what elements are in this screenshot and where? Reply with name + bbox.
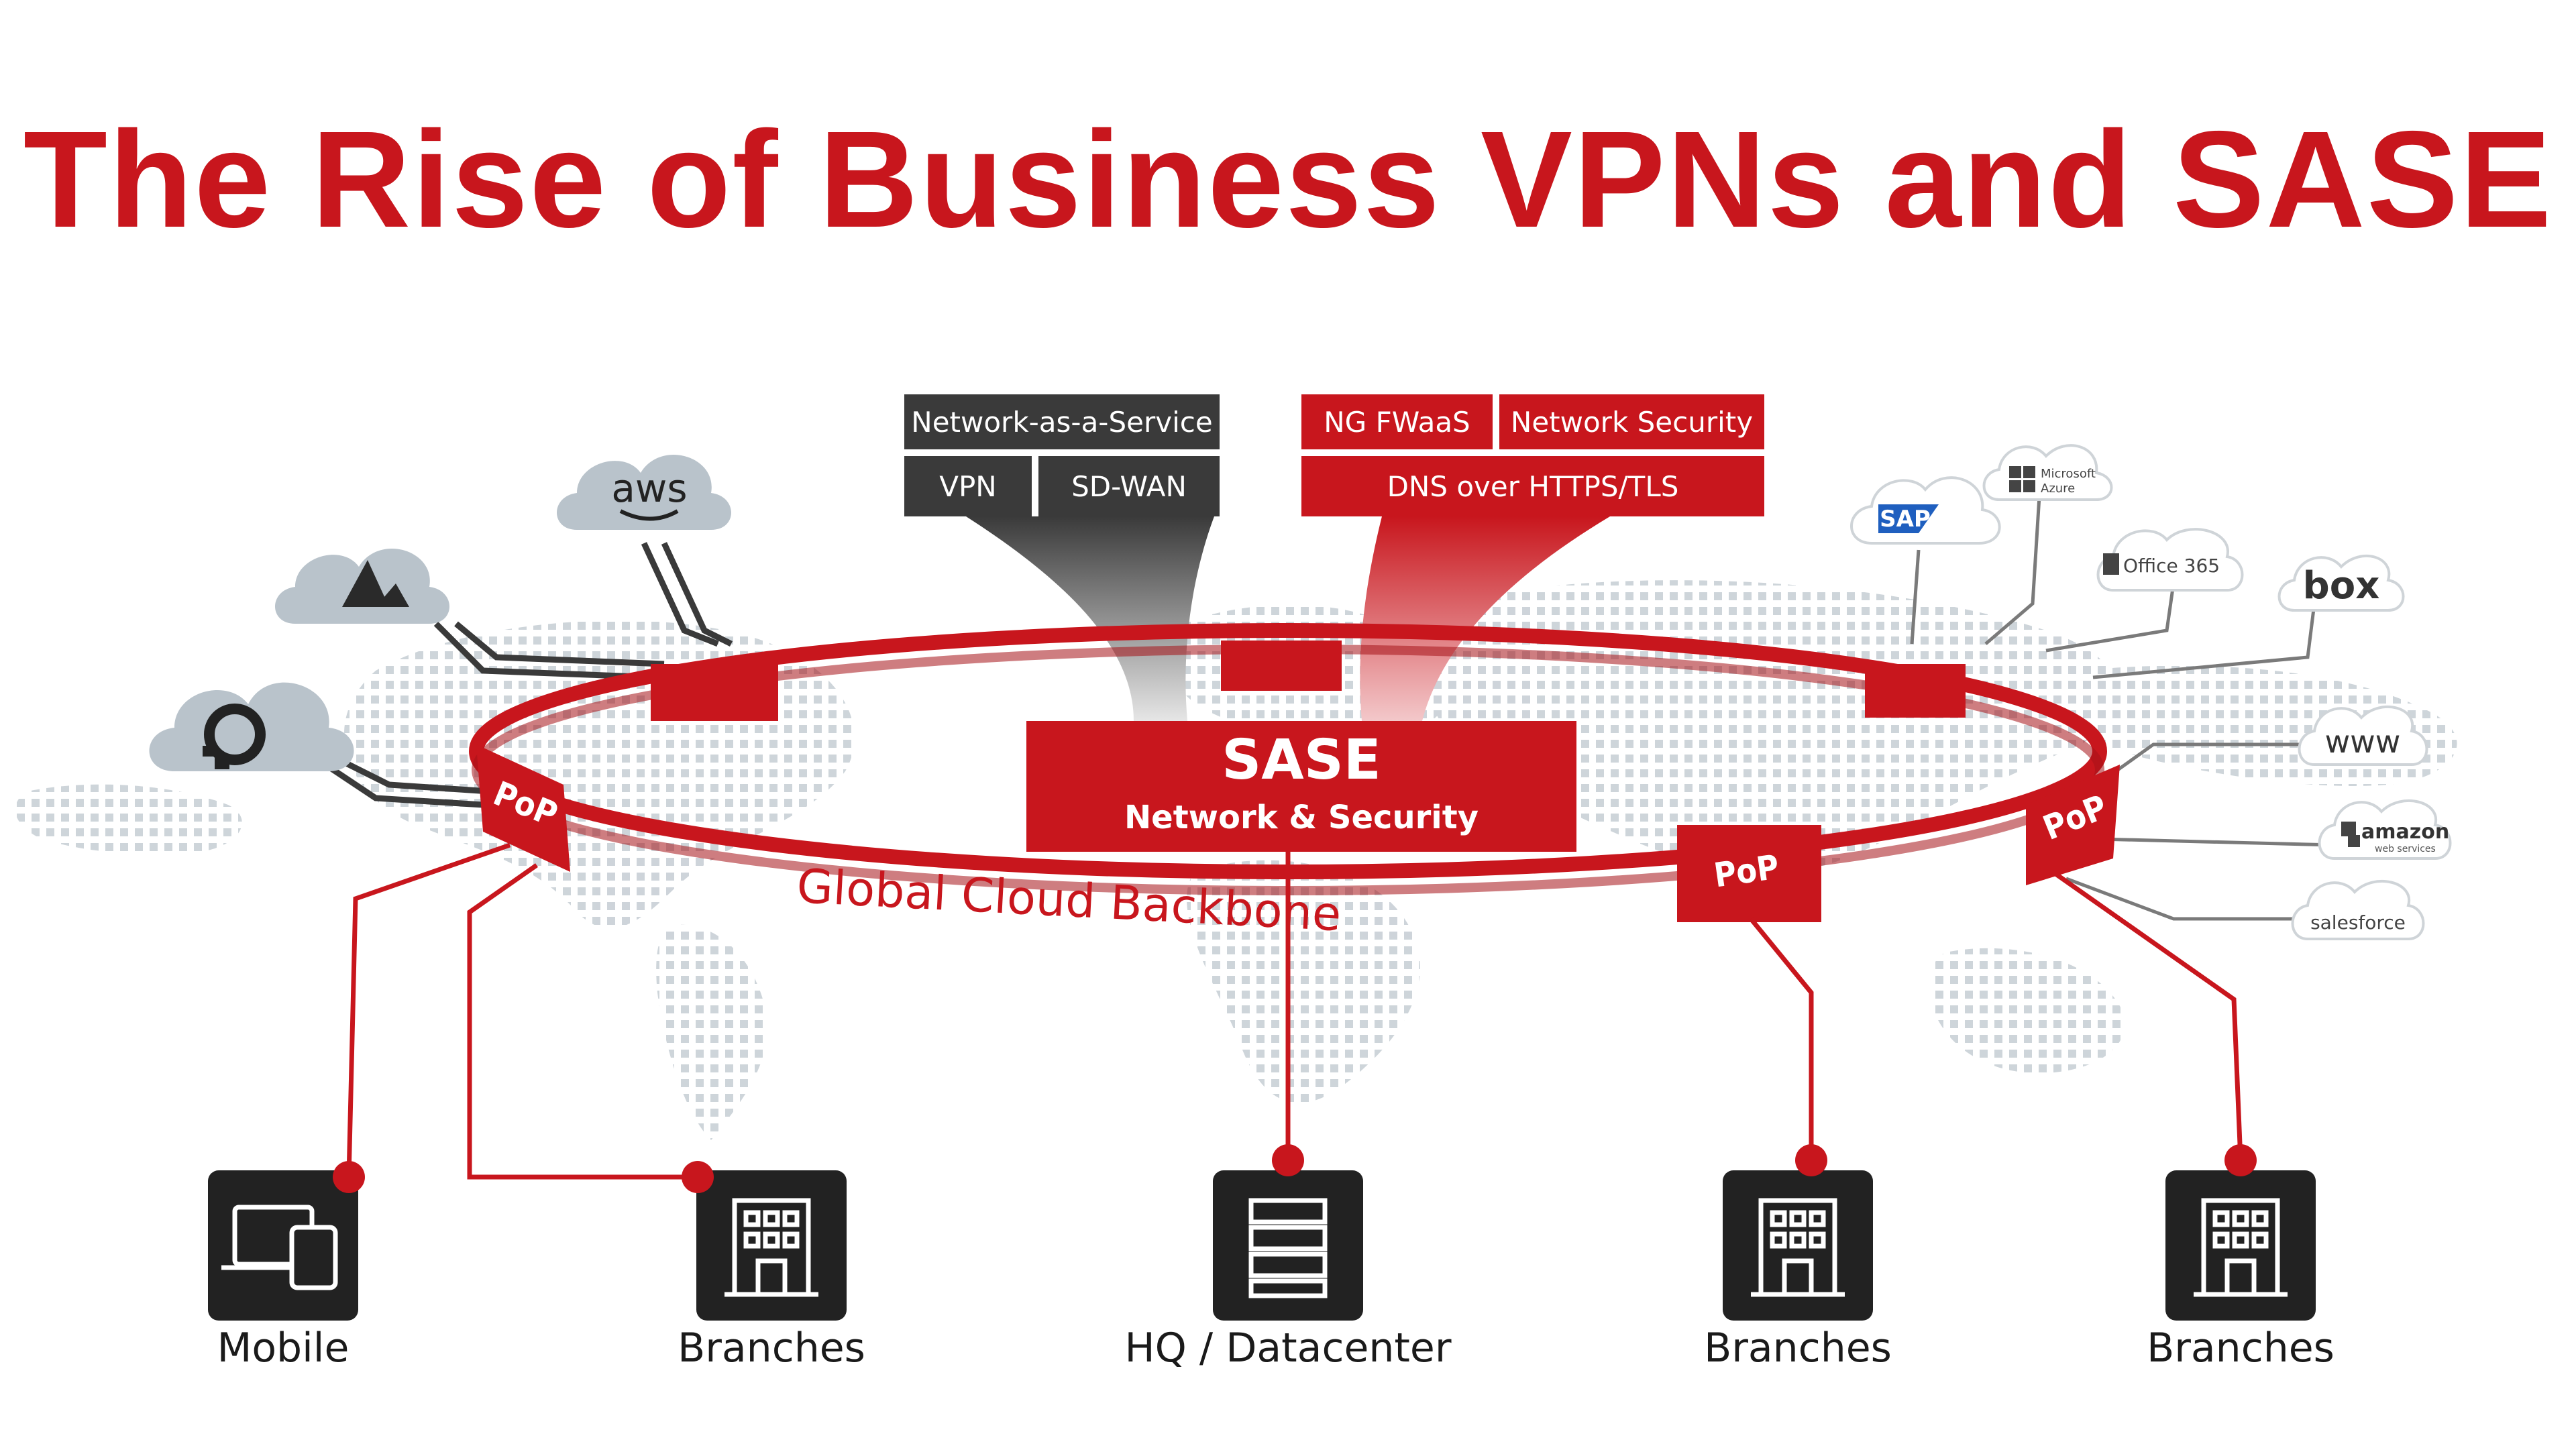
sase-title: SASE — [1222, 728, 1381, 792]
svg-text:aws: aws — [611, 465, 687, 511]
world-map — [15, 580, 2457, 1140]
right-cloud-lines — [1910, 496, 2335, 921]
salesforce-icon: salesforce — [2310, 911, 2406, 934]
svg-text:amazon: amazon — [2361, 820, 2449, 844]
endpoint-label-hq: HQ / Datacenter — [1124, 1325, 1452, 1372]
security-ngfwaas: NG FWaaS — [1301, 394, 1493, 449]
svg-text:web services: web services — [2375, 844, 2436, 854]
page-title: The Rise of Business VPNs and SASE — [23, 103, 2553, 256]
naas-header: Network-as-a-Service — [904, 394, 1220, 449]
security-funnel — [1360, 516, 1610, 721]
endpoint-label-branches-2: Branches — [1704, 1325, 1892, 1372]
svg-text:Microsoft: Microsoft — [2041, 467, 2096, 481]
box-icon: box — [2303, 564, 2380, 608]
endpoint-label-branches-1: Branches — [678, 1325, 865, 1372]
endpoint-icon-glyphs — [221, 1198, 2288, 1298]
svg-text:SAP: SAP — [1880, 506, 1931, 533]
svg-text:Azure: Azure — [2041, 482, 2075, 496]
security-network-security: Network Security — [1499, 394, 1764, 449]
naas-sdwan: SD-WAN — [1038, 456, 1220, 516]
sap-icon: SAP — [1878, 504, 1939, 533]
endpoint-lines — [346, 842, 2243, 1180]
azure-cloud — [275, 549, 449, 624]
svg-text:Office 365: Office 365 — [2123, 555, 2220, 577]
naas-funnel — [966, 516, 1214, 721]
left-cloud-lines — [313, 542, 733, 808]
sase-core: SASE Network & Security — [1026, 721, 1576, 852]
amazon-icon: amazon web services — [2341, 820, 2449, 854]
connector-dots — [333, 1144, 2257, 1193]
sase-subtitle: Network & Security — [1124, 799, 1479, 836]
aws-cloud: aws — [557, 455, 731, 530]
endpoint-label-branches-3: Branches — [2147, 1325, 2334, 1372]
security-dns: DNS over HTTPS/TLS — [1301, 456, 1764, 516]
naas-vpn: VPN — [904, 456, 1032, 516]
www-icon: www — [2325, 724, 2401, 760]
microsoft-azure-icon: Microsoft Azure — [2009, 466, 2096, 496]
office365-icon: Office 365 — [2103, 553, 2220, 577]
digitalocean-cloud — [149, 682, 354, 771]
endpoint-label-mobile: Mobile — [217, 1325, 350, 1372]
